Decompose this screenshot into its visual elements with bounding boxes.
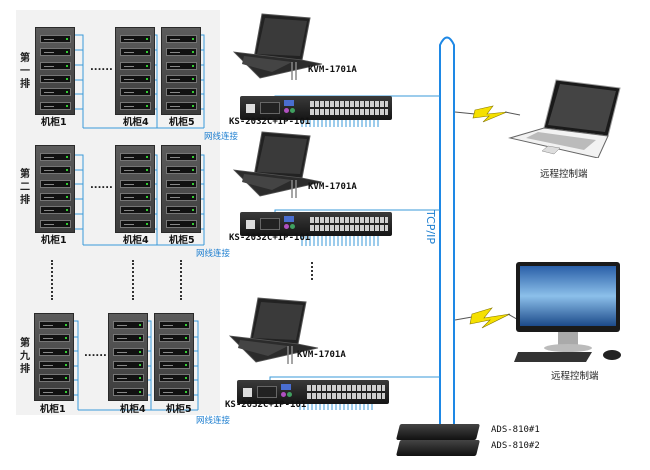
cable-label: 网线连接: [196, 249, 231, 259]
row-label: 第二排: [20, 169, 30, 206]
cabinet-5: [154, 313, 194, 401]
cabinet-1: [34, 313, 74, 401]
kvm-switch-label: KS-2032C+IP-101: [225, 400, 307, 410]
kvm-switch-label: KS-2032C+IP-101: [229, 233, 311, 243]
kvm-switch-device: [240, 212, 392, 236]
cabinet-label: 机柜1: [41, 117, 67, 128]
row-label: 第九排: [20, 338, 30, 375]
cabinet-label: 机柜1: [41, 235, 67, 246]
cable-label: 网线连接: [196, 416, 231, 426]
kvm-console-icon: [232, 13, 323, 80]
cabinet-4: [115, 27, 155, 115]
kvm-console-icon: [228, 297, 319, 364]
remote-client-label: 远程控制端: [551, 371, 599, 382]
wireless-link-laptop: [454, 105, 521, 123]
vertical-ellipsis: [51, 260, 53, 300]
kvm-console-icon: [232, 131, 323, 198]
row-label: 第一排: [20, 53, 30, 90]
kvm-switch-device: [240, 96, 392, 120]
lightning-icon: [469, 307, 511, 329]
remote-client-label: 远程控制端: [540, 169, 588, 180]
tcpip-bus: [439, 36, 455, 437]
cabinet-4: [108, 313, 148, 401]
ads-server-2: [396, 440, 480, 456]
ads-label: ADS-810#2: [491, 441, 540, 451]
cabinet-1: [35, 27, 75, 115]
wireless-link-desktop: [454, 307, 523, 329]
desktop-icon: [514, 262, 621, 362]
kvm-console-label: KVM-1701A: [297, 350, 346, 360]
kvm-switch-device: [237, 380, 389, 404]
cabinet-label: 机柜4: [120, 404, 146, 415]
cabinet-label: 机柜4: [123, 117, 149, 128]
cabinet-1: [35, 145, 75, 233]
vertical-ellipsis: [180, 260, 182, 300]
tcpip-label: TCP/IP: [424, 210, 437, 244]
ads-server-1: [396, 424, 480, 440]
kvm-console-label: KVM-1701A: [308, 65, 357, 75]
cabinet-label: 机柜5: [169, 235, 195, 246]
ads-label: ADS-810#1: [491, 425, 540, 435]
lightning-icon: [472, 105, 508, 123]
cabinet-label: 机柜5: [169, 117, 195, 128]
cabinet-4: [115, 145, 155, 233]
vertical-ellipsis: [311, 262, 313, 280]
kvm-switch-label: KS-2032C+IP-101: [229, 117, 311, 127]
ellipsis: ......: [84, 348, 107, 359]
cabinet-5: [161, 27, 201, 115]
laptop-icon: [508, 79, 621, 158]
ellipsis: ......: [90, 62, 113, 73]
cabinet-label: 机柜4: [123, 235, 149, 246]
cabinet-label: 机柜1: [40, 404, 66, 415]
cabinet-5: [161, 145, 201, 233]
vertical-ellipsis: [132, 260, 134, 300]
kvm-console-label: KVM-1701A: [308, 182, 357, 192]
cabinet-label: 机柜5: [166, 404, 192, 415]
ellipsis: ......: [90, 180, 113, 191]
cable-label: 网线连接: [204, 132, 239, 142]
